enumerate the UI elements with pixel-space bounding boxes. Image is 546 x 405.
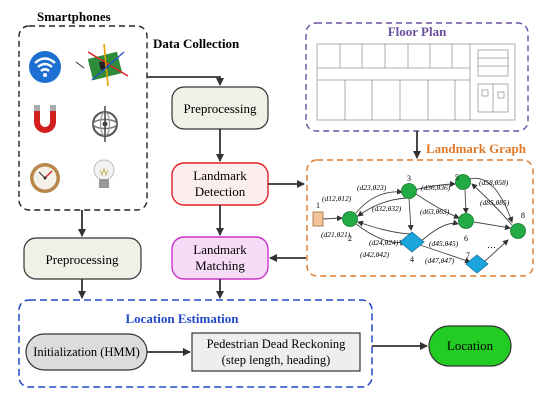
floor-plan-image xyxy=(316,43,516,121)
location-output: Location xyxy=(428,325,512,367)
graph-node-8 xyxy=(510,223,526,239)
data-collection-label: Data Collection xyxy=(153,36,240,51)
edge-label-d58: (d58,θ58) xyxy=(479,178,509,187)
edge-label-d47: (d47,θ47) xyxy=(425,256,455,265)
graph-node-1-label: 1 xyxy=(316,201,320,210)
edge-label-d23: (d23,θ23) xyxy=(357,183,387,192)
pdr-box: Pedestrian Dead Reckoning (step length, … xyxy=(191,332,361,372)
landmark-graph-group: Landmark Graph 1 xyxy=(306,141,534,277)
landmark-matching-box: Landmark Matching xyxy=(171,236,269,280)
graph-node-3 xyxy=(401,183,417,199)
pdr-line1: Pedestrian Dead Reckoning xyxy=(207,337,347,351)
wifi-icon xyxy=(29,51,61,83)
preprocessing-left-box: Preprocessing xyxy=(23,237,142,280)
initialization-box: Initialization (HMM) xyxy=(25,333,148,371)
graph-node-7-label: 7 xyxy=(466,251,470,260)
graph-node-4 xyxy=(399,231,425,253)
graph-node-5-label: 5 xyxy=(455,173,459,182)
floor-plan-title: Floor Plan xyxy=(388,24,447,39)
graph-node-4-label: 4 xyxy=(410,255,414,264)
preprocessing-left-label: Preprocessing xyxy=(46,252,119,267)
initialization-label: Initialization (HMM) xyxy=(33,345,140,359)
graph-node-1 xyxy=(312,211,324,227)
location-estimation-title: Location Estimation xyxy=(125,311,239,326)
landmark-detection-line2: Detection xyxy=(195,184,246,199)
landmark-matching-line1: Landmark xyxy=(193,242,247,257)
landmark-graph-title: Landmark Graph xyxy=(426,141,527,156)
preprocessing-top-box: Preprocessing xyxy=(171,86,269,130)
smartphones-group: Smartphones xyxy=(18,9,148,211)
landmark-matching-line2: Matching xyxy=(195,258,245,273)
location-label: Location xyxy=(447,338,494,353)
edge-label-d12: (d12,θ12) xyxy=(322,194,352,203)
edge-label-d45: (d45,θ45) xyxy=(429,239,459,248)
edge-label-d32: (d32,θ32) xyxy=(372,204,402,213)
edge-label-d36: (d36,θ36) xyxy=(421,183,451,192)
graph-node-2-label: 2 xyxy=(348,234,352,243)
edge-label-d24: (d24,θ24) xyxy=(369,238,399,247)
pdr-line2: (step length, heading) xyxy=(222,353,331,367)
graph-node-5 xyxy=(455,174,471,190)
graph-node-6 xyxy=(458,213,474,229)
smartphones-title: Smartphones xyxy=(37,9,111,24)
gyroscope-icon xyxy=(92,106,118,142)
imu-board-icon xyxy=(75,43,129,87)
preprocessing-top-label: Preprocessing xyxy=(184,101,257,116)
edge-label-ellipsis: … xyxy=(487,240,496,250)
graph-node-6-label: 6 xyxy=(464,234,468,243)
floor-plan-group: Floor Plan xyxy=(305,22,529,132)
barometer-icon xyxy=(30,163,60,193)
edge-label-d85: (d85,θ85) xyxy=(480,198,510,207)
graph-node-2 xyxy=(342,211,358,227)
landmark-detection-line1: Landmark xyxy=(193,168,247,183)
magnet-icon xyxy=(34,105,56,133)
landmark-detection-box: Landmark Detection xyxy=(171,162,269,206)
graph-node-7 xyxy=(465,254,489,274)
location-estimation-group: Location Estimation Initialization (HMM)… xyxy=(18,299,373,388)
light-bulb-icon xyxy=(93,159,115,188)
edge-label-d42: (d42,θ42) xyxy=(360,250,390,259)
edge-label-d21: (d21,θ21) xyxy=(321,230,351,239)
graph-node-3-label: 3 xyxy=(407,174,411,183)
graph-node-8-label: 8 xyxy=(521,211,525,220)
arrow-to-preprocessing-top xyxy=(147,76,224,86)
edge-label-d63: (d63,θ63) xyxy=(420,207,450,216)
